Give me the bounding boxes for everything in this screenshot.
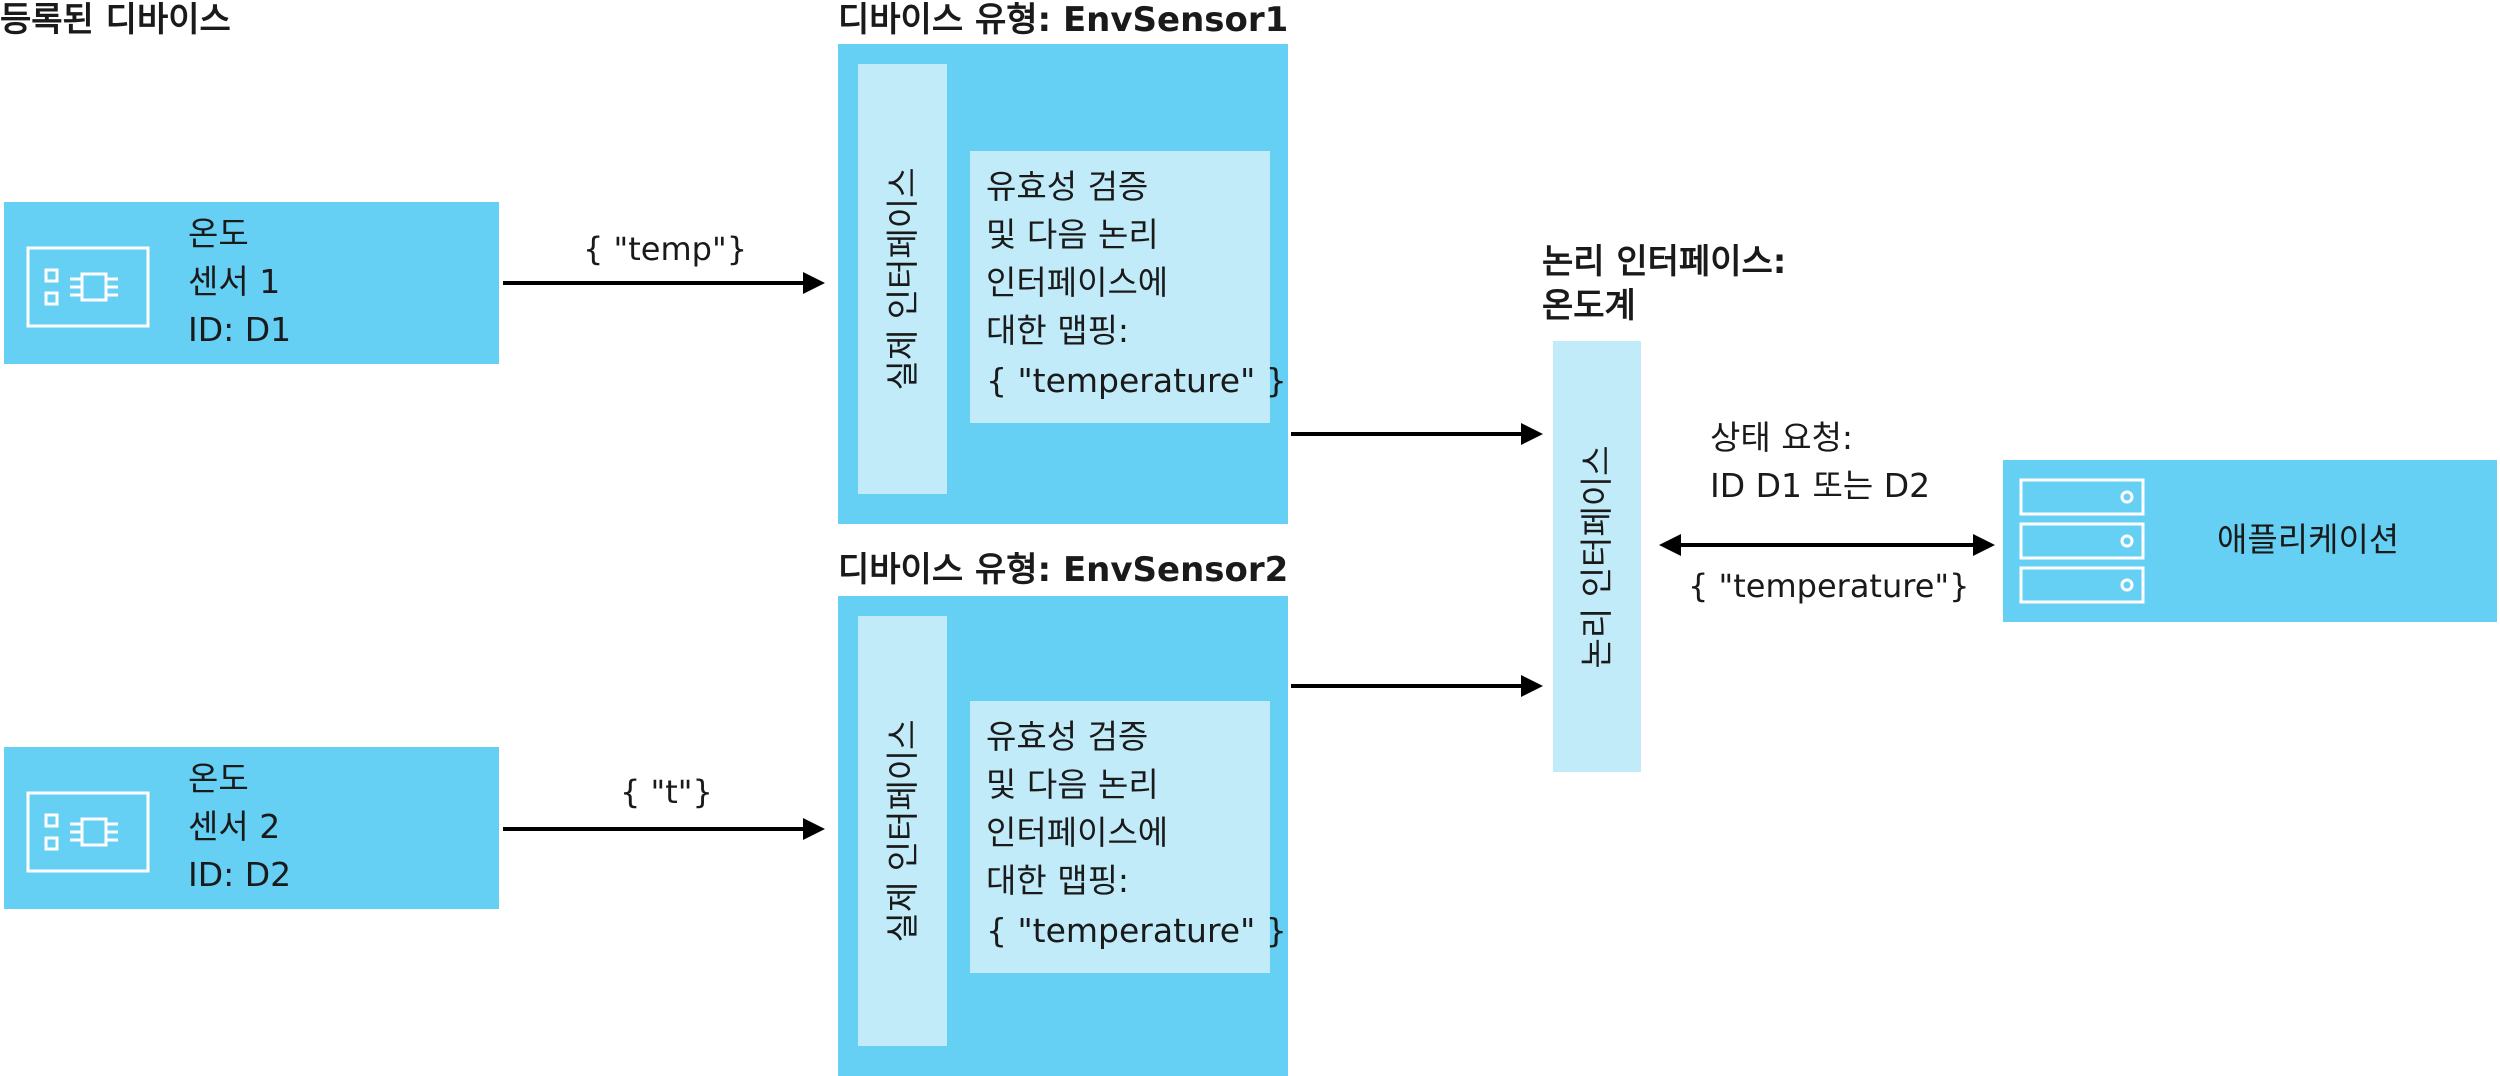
- application-label: 애플리케이션: [2217, 520, 2400, 559]
- logical-interface-title-line-1: 논리 인터페이스:: [1542, 242, 1787, 282]
- mapping-1-box: 유효성 검증 및 다음 논리 인터페이스에 대한 맵핑: { "temperat…: [970, 151, 1287, 423]
- logical-interface-title-line-2: 온도계: [1542, 286, 1636, 326]
- application-box[interactable]: 애플리케이션: [2003, 460, 2497, 622]
- chip-icon: [26, 791, 150, 873]
- chip-icon: [26, 246, 150, 328]
- device-2-labels: 온도 센서 2 ID: D2: [188, 755, 291, 899]
- mapping-2-line-4: 대한 맵핑:: [986, 861, 1130, 900]
- device-type-1-box[interactable]: 실제 인터페이스 유효성 검증 및 다음 논리 인터페이스에 대한 맵핑: { …: [838, 44, 1288, 524]
- device-box-sensor-1[interactable]: 온도 센서 1 ID: D1: [4, 202, 499, 364]
- device-1-payload: { "temp"}: [583, 230, 748, 268]
- arrowhead-icon: [1659, 534, 1681, 556]
- mapping-2-code: { "temperature" }: [986, 911, 1287, 950]
- mapping-1-code: { "temperature" }: [986, 361, 1287, 400]
- arrowhead-icon: [803, 818, 825, 840]
- status-request-line-2: ID D1 또는 D2: [1710, 466, 1931, 505]
- mapping-2-line-3: 인터페이스에: [986, 813, 1169, 852]
- arrowhead-icon: [1521, 675, 1543, 697]
- mapping-1-line-3: 인터페이스에: [986, 263, 1169, 302]
- status-request-line-1: 상태 요청:: [1710, 418, 1854, 457]
- physical-interface-1[interactable]: 실제 인터페이스: [858, 64, 947, 494]
- device-2-payload: { "t"}: [620, 773, 713, 811]
- device-1-type: 센서 1: [188, 262, 281, 301]
- physical-interface-2[interactable]: 실제 인터페이스: [858, 616, 947, 1046]
- device-1-name: 온도: [188, 214, 249, 253]
- arrowhead-icon: [1973, 534, 1995, 556]
- mapping-1-line-2: 및 다음 논리: [986, 215, 1159, 254]
- arrowhead-icon: [803, 272, 825, 294]
- device-2-name: 온도: [188, 759, 249, 798]
- mapping-1-line-1: 유효성 검증: [986, 167, 1149, 206]
- mapping-2-line-1: 유효성 검증: [986, 717, 1149, 756]
- mapping-2-box: 유효성 검증 및 다음 논리 인터페이스에 대한 맵핑: { "temperat…: [970, 701, 1287, 973]
- arrowhead-icon: [1521, 423, 1543, 445]
- status-request-payload: { "temperature"}: [1688, 567, 1970, 605]
- status-request-label: 상태 요청: ID D1 또는 D2: [1710, 414, 1930, 510]
- device-type-1-title: 디바이스 유형: EnvSensor1: [838, 0, 1289, 40]
- device-1-id: ID: D1: [188, 310, 292, 349]
- logical-interface-bar[interactable]: 논리 인터페이스: [1553, 341, 1641, 772]
- device-2-id: ID: D2: [188, 855, 292, 894]
- device-2-type: 센서 2: [188, 807, 281, 846]
- server-rack-icon: [2019, 478, 2145, 604]
- mapping-1-line-4: 대한 맵핑:: [986, 311, 1130, 350]
- logical-interface-title: 논리 인터페이스: 온도계: [1542, 240, 1786, 328]
- device-type-2-box[interactable]: 실제 인터페이스 유효성 검증 및 다음 논리 인터페이스에 대한 맵핑: { …: [838, 596, 1288, 1076]
- device-1-labels: 온도 센서 1 ID: D1: [188, 210, 291, 354]
- device-box-sensor-2[interactable]: 온도 센서 2 ID: D2: [4, 747, 499, 909]
- device-type-2-title: 디바이스 유형: EnvSensor2: [838, 550, 1289, 590]
- mapping-2-line-2: 및 다음 논리: [986, 765, 1159, 804]
- registered-devices-title: 등록된 디바이스: [0, 0, 231, 40]
